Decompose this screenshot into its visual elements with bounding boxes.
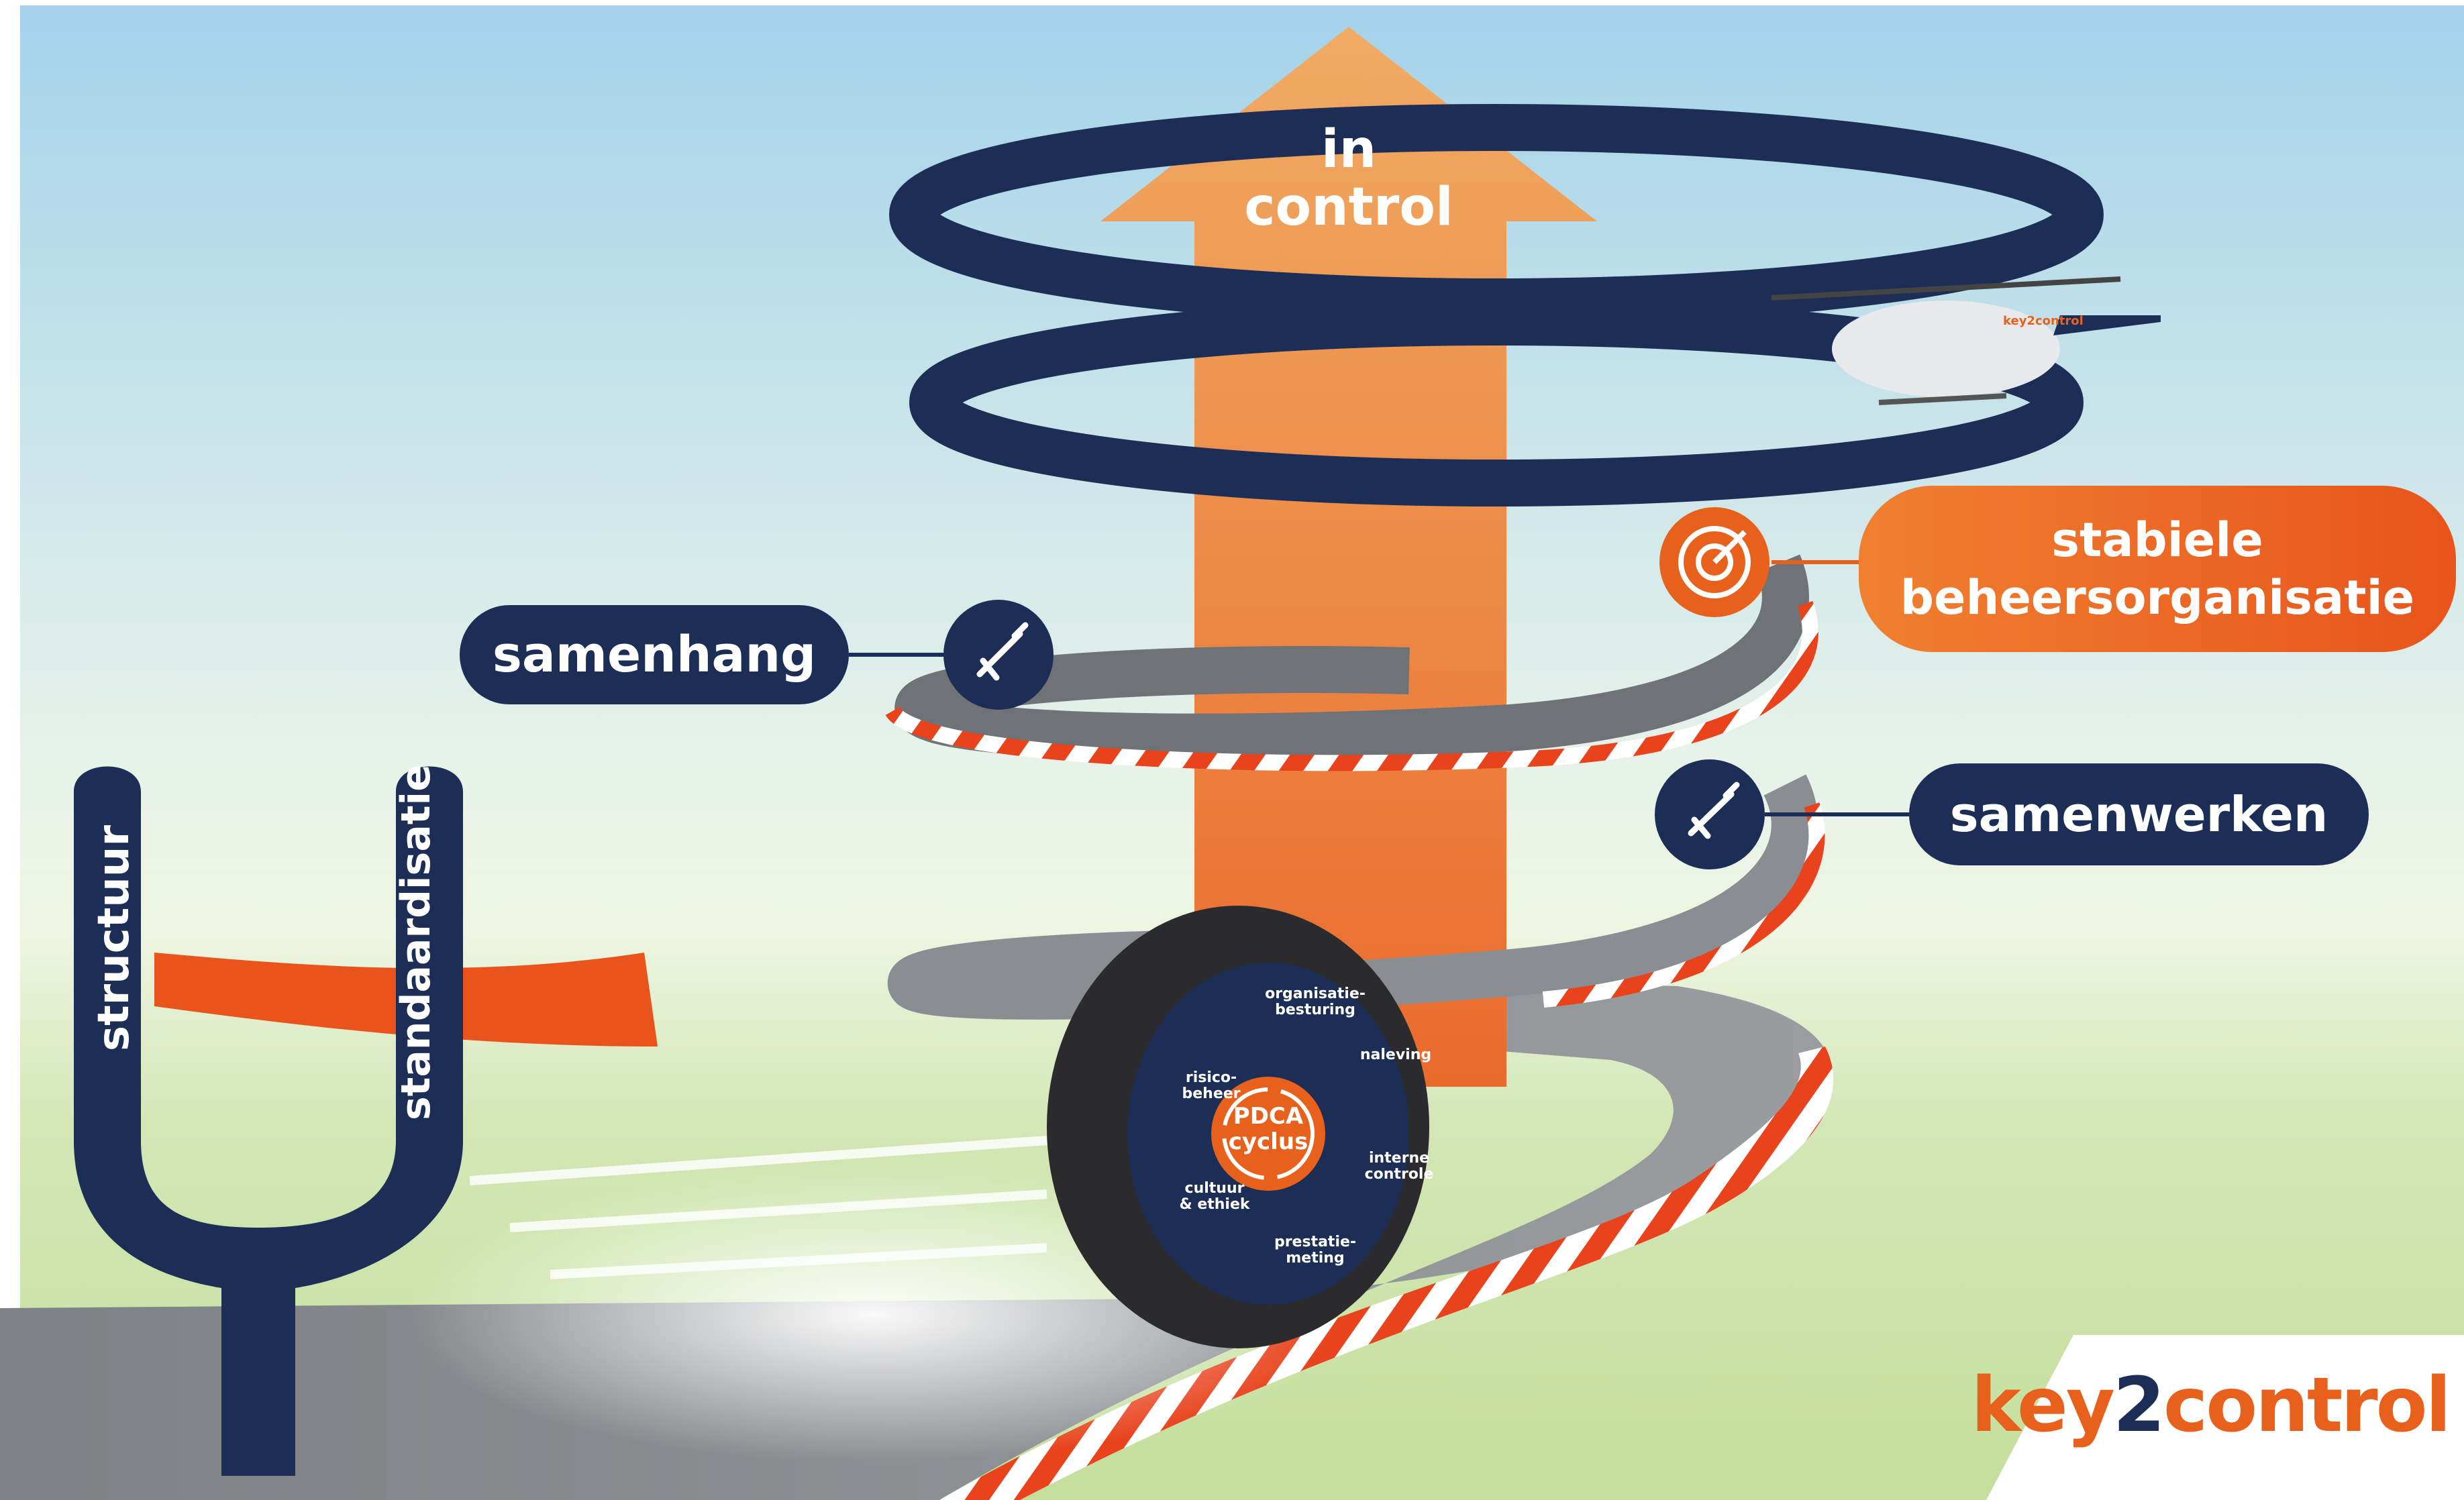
brand-control: control (2163, 1362, 2451, 1449)
samenhang-label: samenhang (492, 626, 817, 684)
tire-segment-interne: interne controle (1364, 1150, 1434, 1183)
brand-key: key (1971, 1362, 2114, 1449)
helicopter (1771, 276, 2161, 405)
samenwerken-pill: samenwerken (1909, 763, 2369, 865)
in-control-line2: control (1244, 177, 1453, 237)
pdca-cycle-icon (1222, 1087, 1315, 1180)
target-icon-stabiele (1659, 507, 1769, 617)
pdca-hub (1211, 1077, 1325, 1191)
spiral-loop-2 (909, 299, 2084, 506)
curb-loop-4 (1542, 802, 1825, 1008)
pdca-line1: PDCA (1233, 1103, 1304, 1130)
stabiele-pill: stabiele beheersorganisatie (1859, 486, 2456, 652)
frame-left (0, 0, 20, 1500)
brand-two: 2 (2112, 1362, 2165, 1449)
stabiele-line1: stabiele (2051, 513, 2263, 568)
logo-corner (1986, 1335, 2464, 1500)
stabiele-line2: beheersorganisatie (1900, 570, 2415, 625)
standaardisatie-label: standaardisatie (393, 764, 440, 1120)
rocket-icon-samenhang (943, 600, 1054, 710)
tire-segment-prestatie: prestatie- meting (1274, 1234, 1357, 1267)
in-control-line1: in (1321, 119, 1377, 180)
curb-loop-3 (885, 600, 1818, 771)
structuur-label: structuur (89, 824, 139, 1051)
curb-lower (939, 1047, 1834, 1500)
samenwerken-label: samenwerken (1949, 786, 2328, 843)
pdca-center-label: PDCA cyclus (1218, 1104, 1319, 1155)
tire-segment-cultuur: cultuur & ethiek (1179, 1180, 1250, 1213)
in-control-label: in control (1228, 121, 1470, 236)
tire-segment-naleving: naleving (1359, 1047, 1432, 1063)
tire-segment-risico: risico- beheer (1182, 1069, 1241, 1102)
slingshot (74, 766, 658, 1476)
helicopter-brand: key2control (2003, 314, 2084, 328)
samenhang-pill: samenhang (460, 605, 849, 704)
tire (1047, 906, 1429, 1348)
pdca-line2: cyclus (1228, 1128, 1308, 1155)
spiral-loop-3 (895, 554, 1809, 761)
rocket-icon-samenwerken (1655, 759, 1765, 869)
slingshot-frame (74, 766, 463, 1476)
frame-top (0, 0, 2464, 5)
tire-segment-organisatie: organisatie- besturing (1265, 985, 1366, 1018)
